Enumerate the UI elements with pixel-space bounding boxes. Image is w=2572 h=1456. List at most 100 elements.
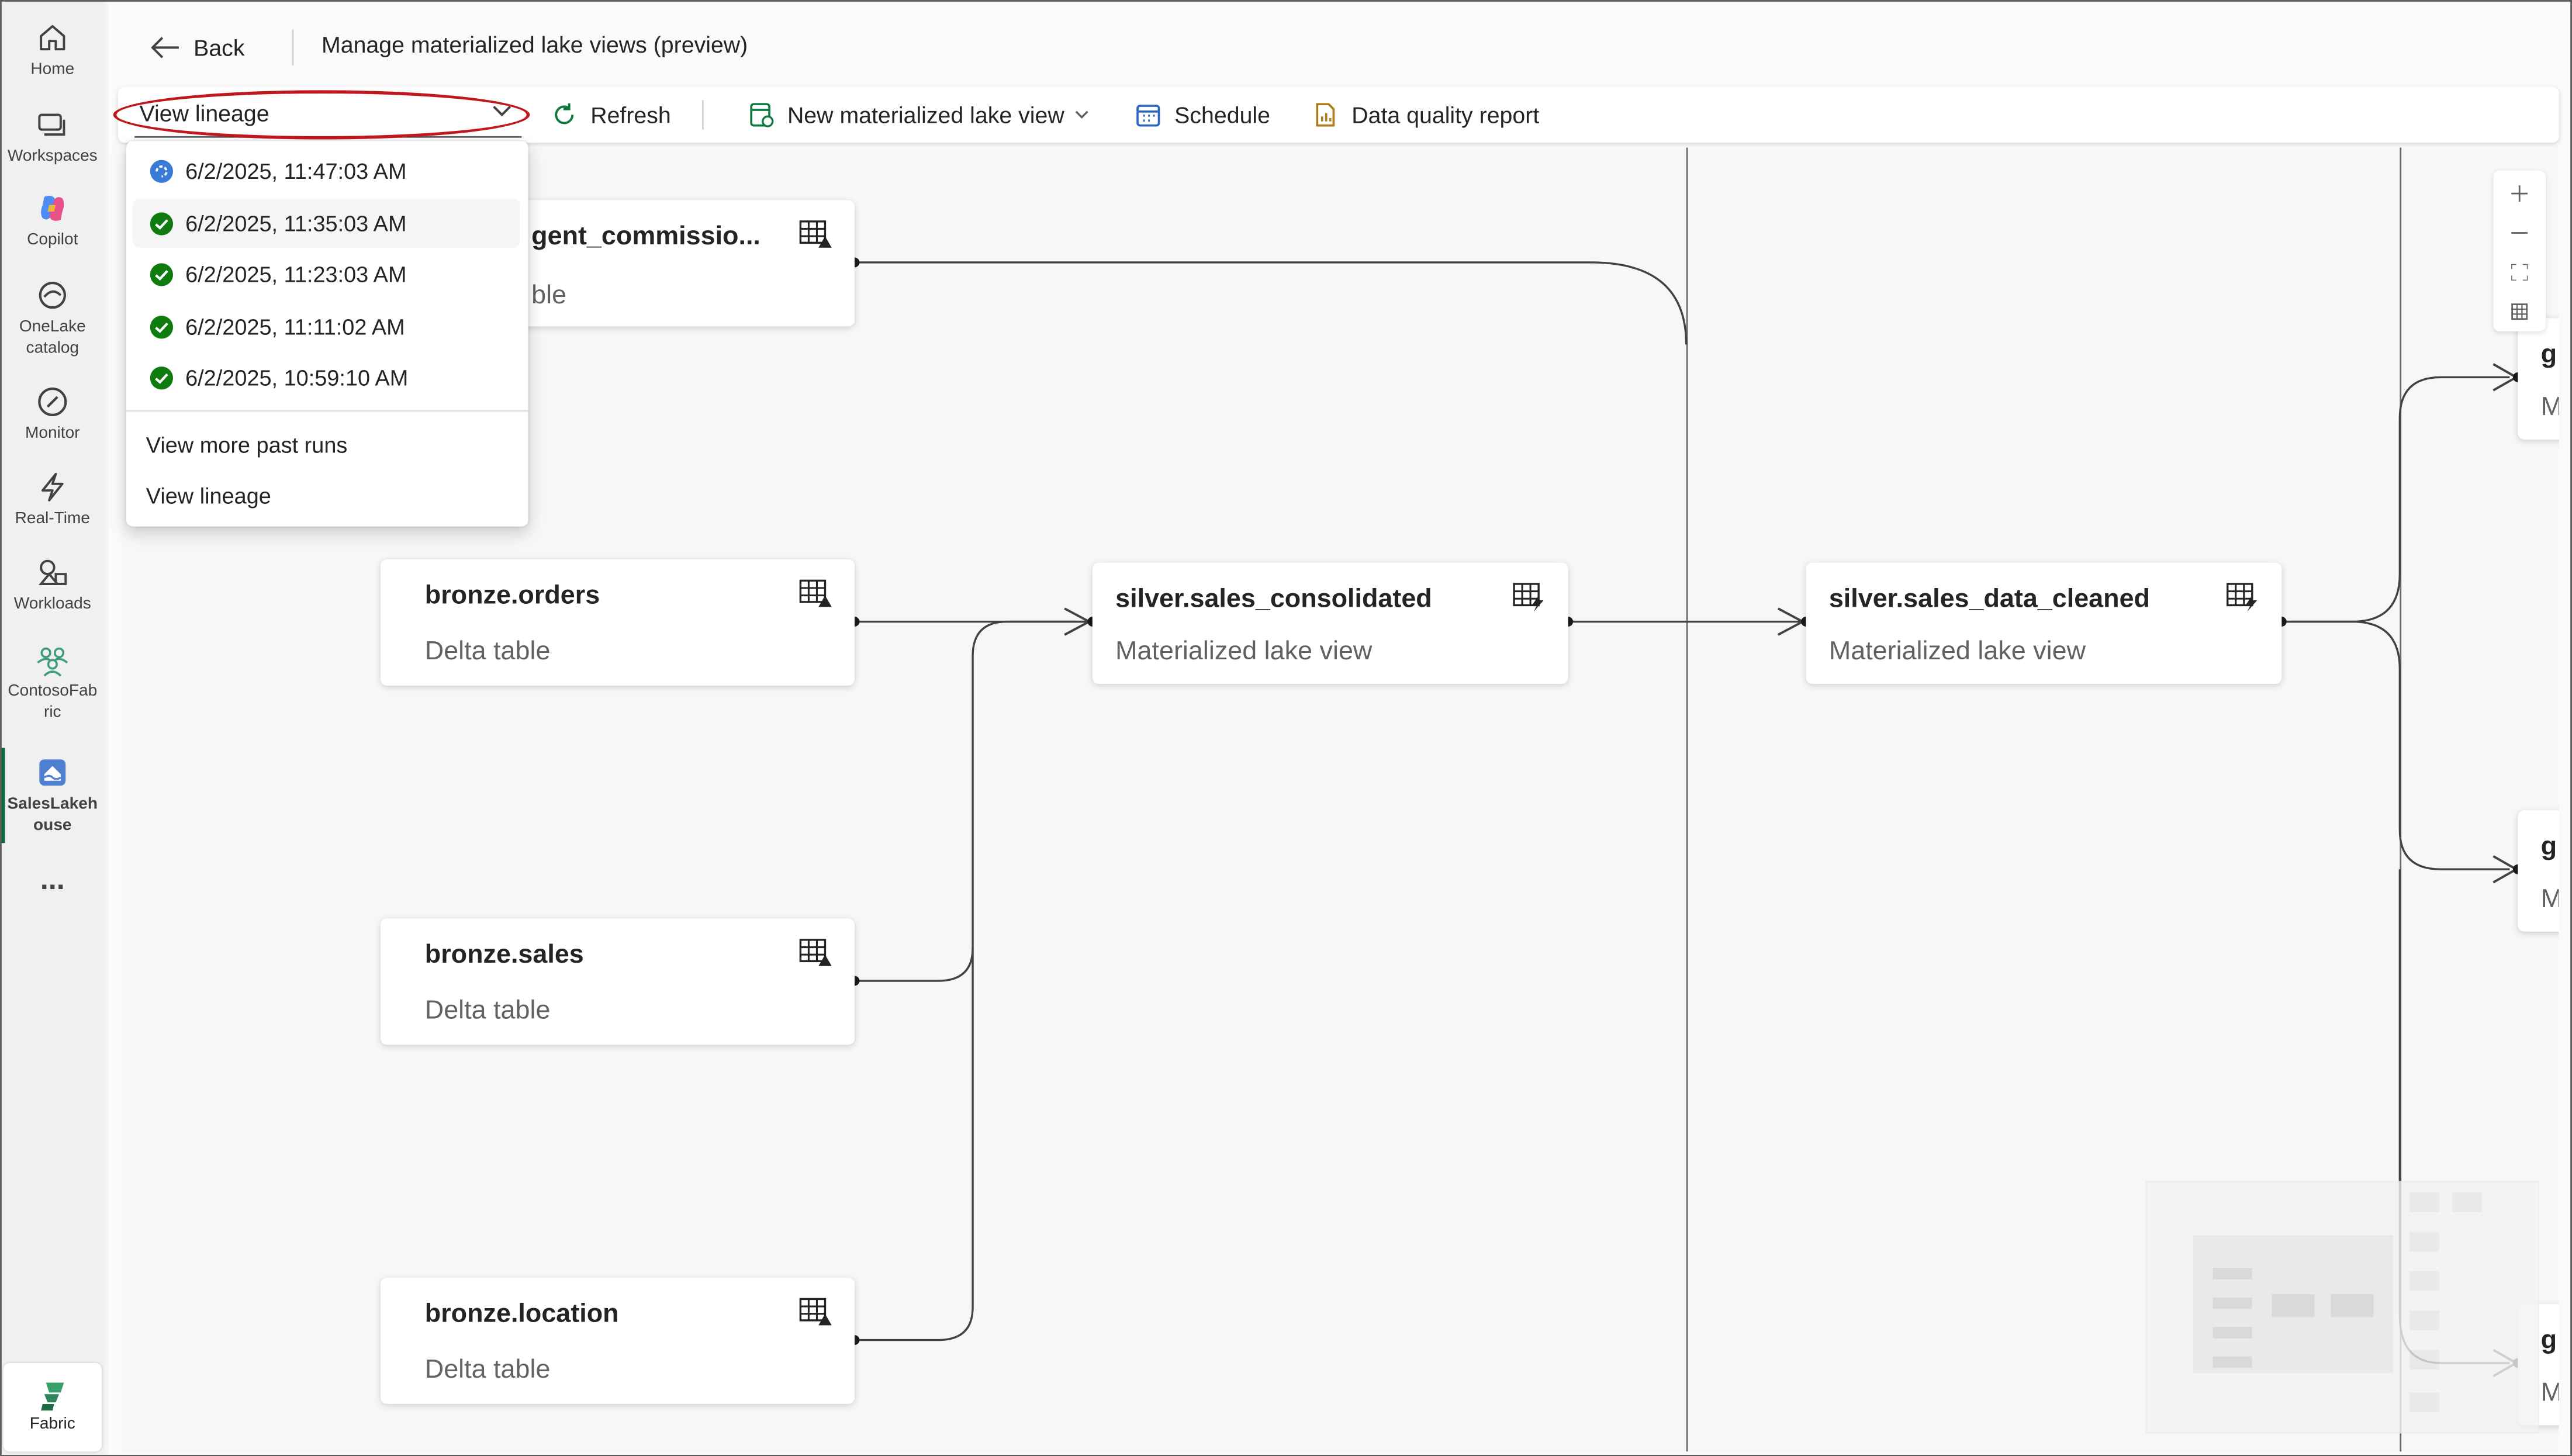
toolbar: View lineage Refresh New materialized la… (118, 87, 2559, 143)
node-bronze-sales[interactable]: bronze.sales Delta table (381, 918, 855, 1045)
rail-item-label: Monitor (25, 424, 80, 443)
zoom-out-button[interactable] (2493, 213, 2546, 253)
rail-item-label: Workloads (13, 595, 91, 614)
left-rail: Home Workspaces Copilot OneLake catalog … (0, 0, 105, 1456)
run-option[interactable]: 6/2/2025, 11:11:02 AM (133, 302, 520, 351)
map-icon (2511, 303, 2528, 320)
edge-sales-consolidated (854, 620, 1090, 982)
run-option[interactable]: 6/2/2025, 10:59:10 AM (133, 352, 520, 402)
onelake-catalog-icon (39, 281, 66, 309)
zoom-in-button[interactable] (2493, 174, 2546, 213)
refresh-button[interactable]: Refresh (551, 87, 671, 143)
run-selector-dropdown[interactable]: View lineage (134, 95, 522, 138)
new-materialized-view-button[interactable]: New materialized lake view (748, 87, 1089, 143)
node-bronze-location[interactable]: bronze.location Delta table (381, 1277, 855, 1405)
real-time-icon (41, 473, 64, 502)
node-subtitle: M (2541, 393, 2559, 423)
node-subtitle: Delta table (424, 997, 551, 1025)
rail-item-onelake-catalog[interactable]: OneLake catalog (0, 277, 105, 359)
node-title: g (2540, 833, 2557, 862)
edge-agent (854, 261, 1688, 345)
rail-item-monitor[interactable]: Monitor (0, 384, 105, 445)
success-icon (150, 211, 174, 235)
rail-item-label: Real-Time (15, 510, 90, 528)
minimap-preview (2193, 1192, 2482, 1413)
delta-table-icon (799, 579, 832, 607)
in-progress-icon (150, 159, 174, 182)
edge-location-consolidated (854, 947, 974, 1341)
more-button[interactable]: ... (0, 864, 105, 894)
rail-item-real-time[interactable]: Real-Time (0, 469, 105, 530)
node-title: bronze.sales (424, 941, 584, 970)
report-icon (1316, 103, 1335, 127)
edge-cleaned-gold1 (2281, 376, 2510, 623)
minimap[interactable] (2145, 1181, 2539, 1434)
refresh-label: Refresh (590, 101, 671, 128)
node-subtitle: ble (531, 282, 567, 310)
node-subtitle: Materialized lake view (1828, 638, 2086, 666)
run-time: 6/2/2025, 11:47:03 AM (185, 158, 407, 183)
run-option[interactable]: 6/2/2025, 11:35:03 AM (133, 198, 520, 248)
edge-cleaned-gold2 (2281, 620, 2510, 870)
rail-item-copilot[interactable]: Copilot (0, 191, 105, 251)
back-button[interactable]: Back (151, 30, 244, 66)
new-view-label: New materialized lake view (787, 101, 1064, 128)
run-time: 6/2/2025, 11:23:03 AM (185, 261, 407, 286)
node-silver-sales-consolidated[interactable]: silver.sales_consolidated Materialized l… (1092, 562, 1568, 684)
node-gold-1[interactable]: g M (2518, 318, 2559, 440)
schedule-button[interactable]: Schedule (1135, 87, 1270, 143)
run-time: 6/2/2025, 11:35:03 AM (185, 210, 407, 236)
new-view-icon (750, 103, 774, 127)
rail-item-workloads[interactable]: Workloads (0, 554, 105, 615)
success-icon (150, 314, 174, 338)
node-title: bronze.location (424, 1301, 619, 1329)
view-more-past-runs-link[interactable]: View more past runs (146, 433, 348, 458)
minimap-toggle-button[interactable] (2493, 292, 2546, 331)
run-time: 6/2/2025, 11:11:02 AM (185, 314, 405, 339)
node-title: silver.sales_data_cleaned (1828, 585, 2150, 614)
run-option[interactable]: 6/2/2025, 11:23:03 AM (133, 250, 520, 299)
rail-active-indicator (0, 748, 5, 843)
node-title: g (2540, 1327, 2557, 1355)
node-silver-sales-data-cleaned[interactable]: silver.sales_data_cleaned Materialized l… (1806, 562, 2282, 684)
minus-icon (2511, 232, 2528, 234)
fabric-home-button[interactable]: Fabric (3, 1362, 102, 1452)
back-label: Back (193, 34, 245, 61)
run-option[interactable]: 6/2/2025, 11:47:03 AM (133, 146, 520, 195)
fit-view-icon (2511, 264, 2528, 281)
rail-item-workspaces[interactable]: Workspaces (0, 106, 105, 167)
fit-view-button[interactable] (2493, 253, 2546, 292)
delta-table-icon (799, 939, 832, 966)
materialized-view-icon (1513, 583, 1544, 612)
node-subtitle: M (2541, 886, 2559, 915)
node-subtitle: Delta table (424, 638, 551, 666)
runs-dropdown-menu: 6/2/2025, 11:47:03 AM 6/2/2025, 11:35:03… (126, 141, 528, 527)
node-title: silver.sales_consolidated (1115, 585, 1432, 614)
node-gold-2[interactable]: g M (2518, 810, 2559, 932)
node-subtitle: Delta table (424, 1356, 551, 1385)
rail-item-contosofabric[interactable]: ContosoFabric (0, 641, 105, 723)
rail-item-label: Workspaces (7, 147, 98, 166)
header-divider (292, 29, 294, 66)
node-title: bronze.orders (424, 582, 600, 610)
node-title: gent_commissio... (531, 223, 760, 251)
zoom-controls (2493, 170, 2546, 331)
workspace-people-icon (37, 647, 68, 677)
workspaces-icon (38, 113, 65, 136)
data-quality-report-button[interactable]: Data quality report (1312, 87, 1539, 143)
node-title: g (2540, 341, 2557, 369)
rail-item-saleslakehouse[interactable]: SalesLakehouse (0, 755, 105, 836)
materialized-view-icon (2227, 583, 2258, 612)
fabric-label: Fabric (29, 1415, 75, 1434)
page-title: Manage materialized lake views (preview) (321, 31, 748, 58)
rail-item-home[interactable]: Home (0, 20, 105, 81)
refresh-icon (555, 103, 574, 124)
view-lineage-option[interactable]: View lineage (146, 483, 271, 509)
dropdown-value: View lineage (139, 100, 269, 127)
page-header: Back Manage materialized lake views (pre… (108, 0, 2572, 89)
arrow-left-icon (151, 37, 179, 58)
monitor-icon (38, 387, 67, 417)
node-bronze-orders[interactable]: bronze.orders Delta table (381, 559, 855, 686)
copilot-icon (41, 195, 64, 221)
menu-divider (126, 410, 528, 412)
